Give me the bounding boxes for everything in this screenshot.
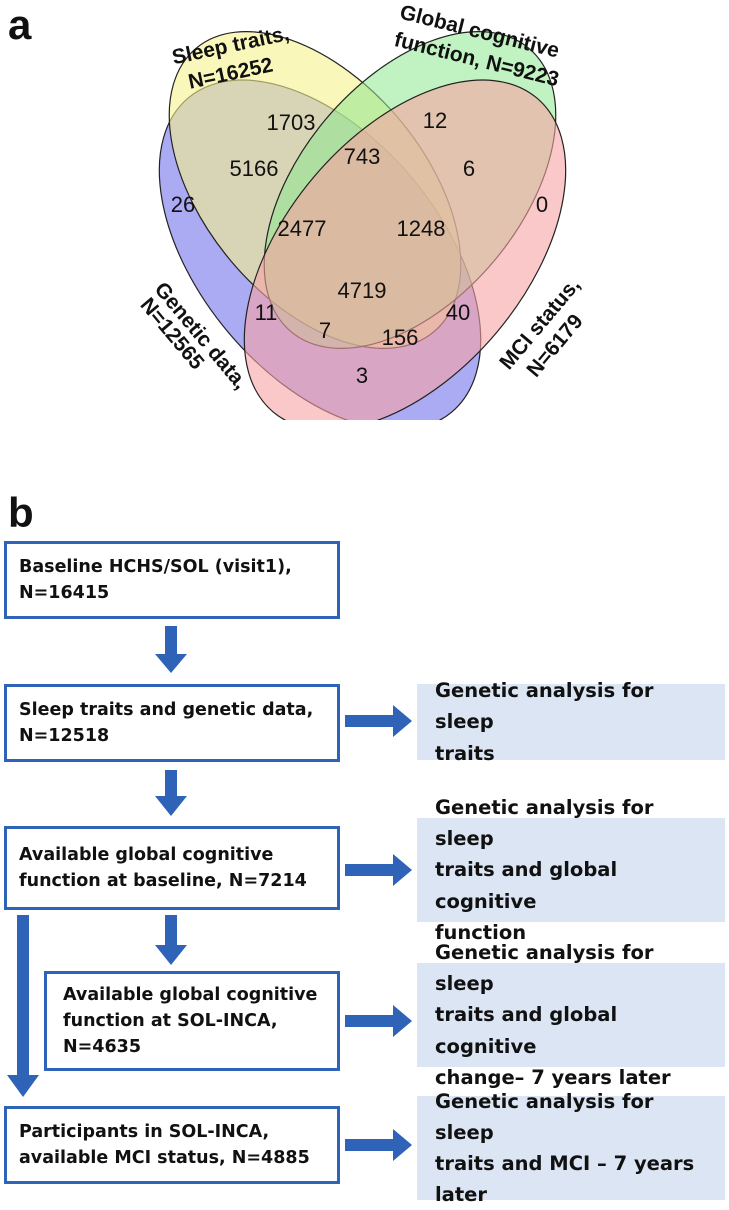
flow-step-text: Baseline HCHS/SOL (visit1),: [19, 556, 292, 577]
panel-label-b: b: [8, 489, 34, 536]
arrow-right-1: [345, 705, 412, 737]
analysis-text: Genetic analysis for sleep: [435, 941, 654, 996]
analysis-cognitive-change: Genetic analysis for sleep traits and glo…: [417, 941, 725, 1089]
flow-step-text: Available global cognitive: [19, 844, 274, 865]
arrow-down-3: [155, 915, 187, 965]
flow-step-text: Available global cognitive: [63, 984, 318, 1005]
region-sleep-only: 1703: [267, 110, 316, 135]
flow-step-text: N=16415: [19, 583, 110, 603]
region-sleep-cognitive-mci: 1248: [397, 216, 446, 241]
flow-step-text: N=4635: [63, 1037, 142, 1058]
region-genetic-only: 26: [171, 192, 195, 217]
arrow-down-2: [155, 770, 187, 816]
panel-label-a: a: [8, 1, 32, 48]
region-genetic-sleep: 5166: [230, 156, 279, 181]
region-sleep-cognitive: 743: [344, 144, 381, 169]
flow-step-baseline: Baseline HCHS/SOL (visit1), N=16415: [4, 541, 340, 619]
analysis-text: traits: [435, 741, 495, 765]
flow-step-text: N=12518: [19, 726, 110, 746]
flow-step-text: function at SOL-INCA,: [63, 1010, 278, 1031]
arrow-right-3: [345, 1005, 412, 1037]
region-sleep-mci: 40: [446, 300, 470, 325]
analysis-text: function: [435, 920, 527, 944]
venn-set-mci: [243, 79, 567, 420]
analysis-cognitive-function: Genetic analysis for sleep traits and glo…: [417, 796, 725, 944]
analysis-text: traits and global cognitive: [435, 858, 618, 913]
analysis-text: Genetic analysis for sleep: [435, 796, 654, 851]
region-genetic-cognitive: 11: [255, 300, 278, 325]
region-genetic-sleep-cognitive: 2477: [278, 216, 327, 241]
analysis-text: Genetic analysis for sleep: [435, 679, 654, 734]
analysis-sleep-traits: Genetic analysis for sleep traits: [417, 679, 725, 765]
flow-step-text: Participants in SOL-INCA,: [19, 1121, 270, 1142]
analysis-text: Genetic analysis for sleep: [435, 1089, 654, 1144]
flow-step-text: available MCI status, N=4885: [19, 1148, 310, 1168]
arrow-right-4: [345, 1129, 412, 1161]
flow-step-cognitive-sol-inca: Available global cognitive function at SO…: [44, 971, 340, 1071]
arrow-right-2: [345, 854, 412, 886]
analysis-text: traits and MCI – 7 years: [435, 1152, 695, 1175]
arrow-down-left: [7, 915, 39, 1097]
region-cognitive-only: 12: [423, 108, 447, 133]
region-genetic-mci: 3: [356, 363, 368, 388]
flow-step-text: Sleep traits and genetic data,: [19, 699, 314, 720]
region-all-four: 4719: [338, 278, 387, 303]
flow-step-sleep-genetic: Sleep traits and genetic data, N=12518: [4, 684, 340, 762]
analysis-text: traits and global cognitive: [435, 1003, 618, 1058]
flow-step-cognitive-baseline: Available global cognitive function at ba…: [4, 826, 340, 910]
venn-diagram: Sleep traits, N=16252 Global cognitive f…: [136, 1, 588, 420]
region-mci-only: 0: [536, 192, 548, 217]
region-genetic-sleep-mci: 156: [382, 325, 419, 350]
arrow-down-1: [155, 626, 187, 673]
analysis-text: change– 7 years later: [435, 1065, 671, 1089]
flow-step-mci-status: Participants in SOL-INCA, available MCI s…: [4, 1106, 340, 1184]
analysis-text: later: [435, 1183, 488, 1207]
region-cognitive-mci: 6: [463, 156, 475, 181]
flow-step-text: function at baseline, N=7214: [19, 871, 307, 891]
analysis-mci: Genetic analysis for sleep traits and MCI…: [417, 1090, 725, 1206]
region-genetic-cognitive-mci: 7: [319, 318, 331, 343]
